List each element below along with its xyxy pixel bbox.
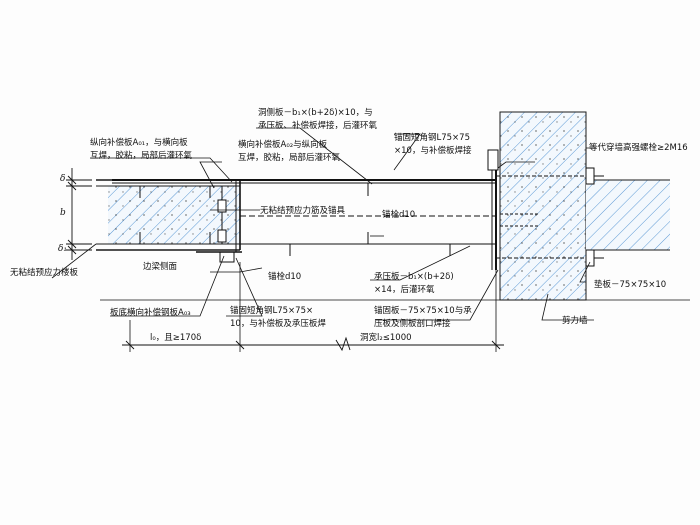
label-shear-wall: 剪力墙 bbox=[562, 316, 588, 326]
symbol-delta-bottom: δ₁ bbox=[58, 244, 68, 254]
label-washer: 垫板－75×75×10 bbox=[594, 280, 667, 290]
thickness-dimension bbox=[66, 168, 92, 260]
label-trans-plate: 横向补偿板A₀₂与纵向板 bbox=[238, 140, 328, 150]
label-bearing-plate: 承压板－b₁×(b+2δ) bbox=[374, 272, 454, 282]
label-anchor-angle-bottom-2: 10，与补偿板及承压板焊 bbox=[230, 319, 326, 329]
dimension-line bbox=[122, 336, 504, 352]
label-anchor-angle-right-2: ×10，与补偿板焊接 bbox=[394, 146, 472, 156]
label-dim-right: 洞宽l₂≤1000 bbox=[360, 333, 412, 343]
steel-plates bbox=[112, 149, 499, 270]
slab-section bbox=[108, 186, 240, 244]
symbol-b: b bbox=[60, 208, 66, 218]
symbol-delta-top: δ bbox=[60, 174, 66, 184]
label-long-plate: 纵向补偿板A₀₁，与横向板 bbox=[90, 138, 188, 148]
label-unbonded-tendon: 无粘结预应力筋及锚具 bbox=[260, 206, 346, 216]
label-trans-plate-2: 互焊，胶粘，局部后灌环氧 bbox=[238, 153, 341, 163]
reference-lines bbox=[100, 262, 690, 352]
shear-wall bbox=[499, 111, 670, 301]
label-dim-left: l₀，且≥170δ bbox=[150, 333, 202, 343]
label-anchor-plate-2: 压板及侧板剖口焊接 bbox=[374, 319, 451, 329]
label-hole-side-plate: 洞侧板－b₁×(b+2δ)×10，与 bbox=[258, 108, 373, 118]
label-through-bolt: 等代穿墙高强螺栓≥2M16 bbox=[589, 143, 688, 153]
label-anchor-angle-bottom: 锚固短角钢L75×75× bbox=[230, 306, 314, 316]
label-anchor-angle-right: 锚固短角钢L75×75 bbox=[394, 133, 470, 143]
label-slab: 无粘结预应力楼板 bbox=[10, 268, 79, 278]
label-hole-side-plate-2: 承压板、补偿板焊接，后灌环氧 bbox=[258, 121, 378, 131]
label-long-plate-2: 互焊，胶粘，局部后灌环氧 bbox=[90, 151, 193, 161]
label-anchor-bolt-mid: 锚栓d10 bbox=[382, 210, 416, 220]
label-beam-side: 边梁侧面 bbox=[143, 262, 178, 272]
label-bearing-plate-2: ×14，后灌环氧 bbox=[374, 285, 435, 295]
label-anchor-plate: 锚固板－75×75×10与承 bbox=[374, 306, 472, 316]
leader-lines bbox=[51, 127, 596, 321]
through-wall-bolts bbox=[496, 167, 604, 267]
label-bottom-plate: 板底横向补偿钢板A₀₃ bbox=[110, 308, 191, 318]
label-anchor-bolt-low: 锚栓d10 bbox=[268, 272, 302, 282]
anchor-bolts bbox=[139, 183, 451, 256]
